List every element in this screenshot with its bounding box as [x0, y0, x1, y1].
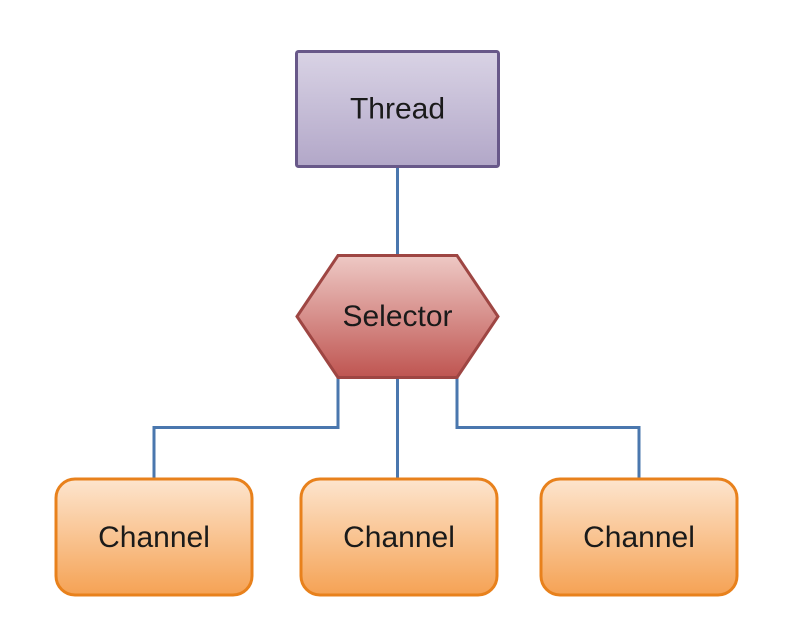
thread-label: Thread — [350, 93, 445, 126]
edge-selector-channel1 — [152, 377, 340, 479]
channel-1-rounded-shape — [54, 477, 254, 597]
node-thread: Thread — [295, 50, 500, 168]
node-selector: Selector — [295, 254, 500, 379]
channel-2-label: Channel — [343, 521, 455, 554]
selector-label: Selector — [342, 300, 452, 333]
edge-selector-channel3 — [455, 377, 641, 479]
channel-3-rounded-shape — [539, 477, 739, 597]
node-channel-3: Channel — [539, 477, 739, 597]
selector-hexagon-shape — [295, 254, 500, 379]
node-channel-2: Channel — [299, 477, 499, 597]
node-channel-1: Channel — [54, 477, 254, 597]
thread-rectangle-shape — [295, 50, 500, 168]
channel-3-label: Channel — [583, 521, 695, 554]
channel-1-label: Channel — [98, 521, 210, 554]
channel-2-rounded-shape — [299, 477, 499, 597]
